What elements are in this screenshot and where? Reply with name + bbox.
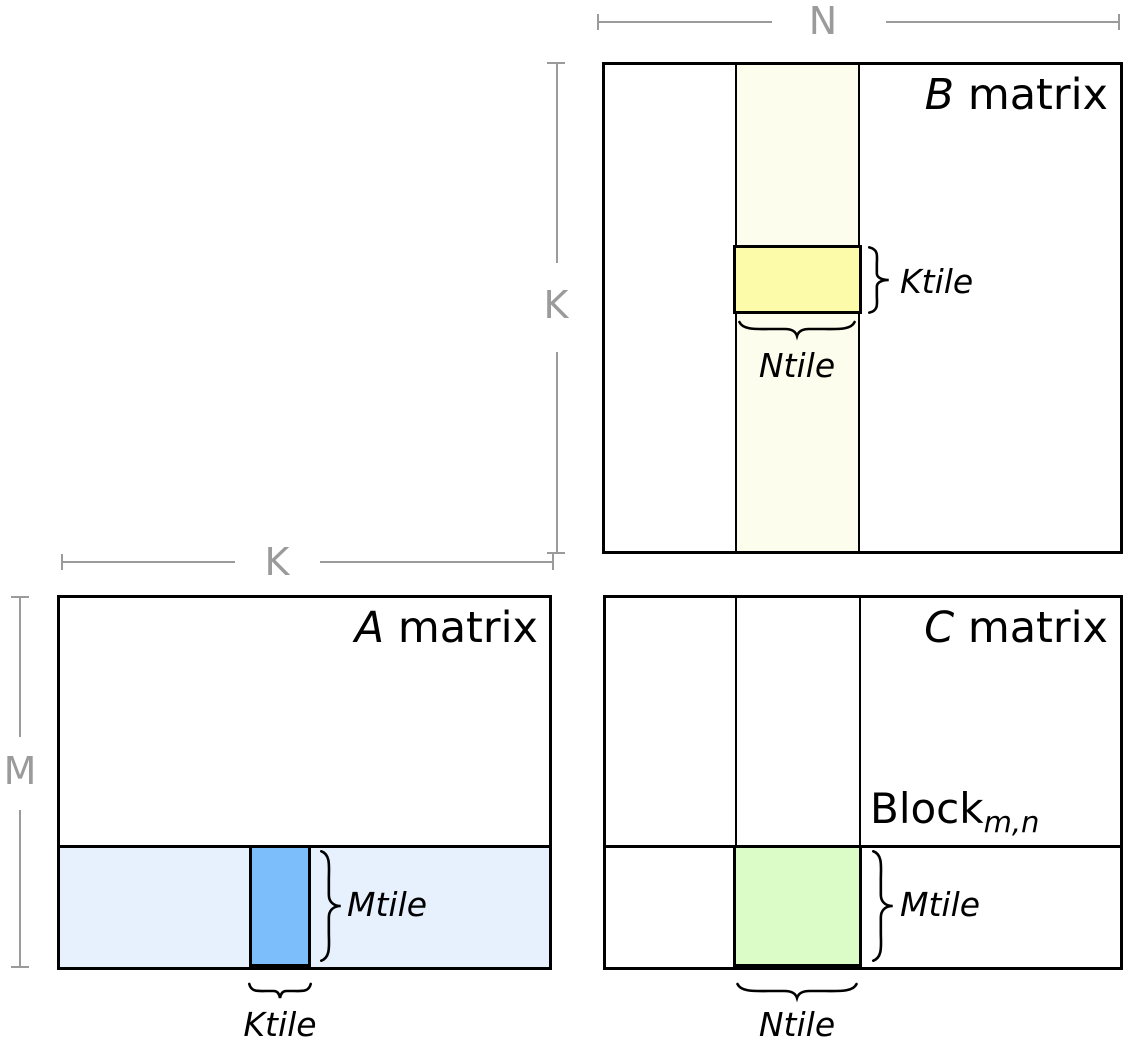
a-matrix-title-letter: A [354, 603, 385, 653]
c-block-label: Blockm,n [870, 788, 1039, 837]
b-matrix-ktile-tile [733, 245, 862, 314]
c-matrix-title: C matrix [850, 607, 1108, 650]
b-ntile-label: Ntile [758, 346, 836, 385]
a-mtile-brace [318, 849, 344, 963]
m-dim-tick-bottom [11, 966, 29, 968]
m-dim-label: M [3, 749, 37, 793]
b-ntile-brace [737, 320, 857, 338]
c-matrix-block-tile [733, 845, 862, 967]
c-ntile-brace [735, 982, 859, 1000]
c-block-label-subscript: m,n [983, 805, 1040, 839]
n-dim-line-left-segment [598, 21, 772, 23]
n-dim-label: N [808, 0, 838, 43]
a-matrix-title: A matrix [280, 607, 538, 650]
n-dim-line-right-segment [886, 21, 1119, 23]
c-matrix-row-line [606, 845, 1120, 848]
k-vertical-dim-line-top-segment [556, 63, 558, 263]
c-matrix-column-line-right [859, 598, 861, 967]
c-ntile-label: Ntile [758, 1005, 836, 1044]
a-matrix-ktile-tile [249, 845, 311, 967]
c-matrix-title-word: matrix [954, 603, 1108, 653]
b-matrix-box [602, 62, 1123, 554]
b-ktile-brace [866, 246, 892, 314]
k-vertical-dim-line-bottom-segment [556, 352, 558, 552]
m-dim-line-top-segment [19, 597, 21, 737]
c-matrix-column-line-left [735, 598, 737, 967]
k-horizontal-dim-line-left-segment [62, 561, 235, 563]
k-horizontal-dim-line-right-segment [320, 561, 553, 563]
a-ktile-label: Ktile [243, 1005, 317, 1044]
c-matrix-title-letter: C [924, 603, 955, 653]
k-vertical-dim-label: K [543, 283, 569, 327]
a-mtile-label: Mtile [347, 885, 428, 924]
a-matrix-title-word: matrix [384, 603, 538, 653]
m-dim-line-bottom-segment [19, 810, 21, 966]
n-dim-tick-right [1118, 14, 1120, 30]
k-horizontal-dim-tick-right [552, 554, 554, 570]
b-matrix-title-letter: B [924, 70, 955, 120]
b-matrix-title: B matrix [850, 74, 1108, 117]
c-mtile-label: Mtile [900, 885, 981, 924]
b-ktile-label: Ktile [900, 262, 974, 301]
c-block-label-base: Block [870, 784, 984, 833]
b-matrix-title-word: matrix [954, 70, 1108, 120]
k-horizontal-dim-label: K [264, 540, 290, 584]
a-ktile-brace [248, 982, 312, 1000]
c-mtile-brace [870, 849, 896, 963]
k-vertical-dim-tick-bottom [547, 552, 565, 554]
c-matrix-box [603, 595, 1123, 970]
